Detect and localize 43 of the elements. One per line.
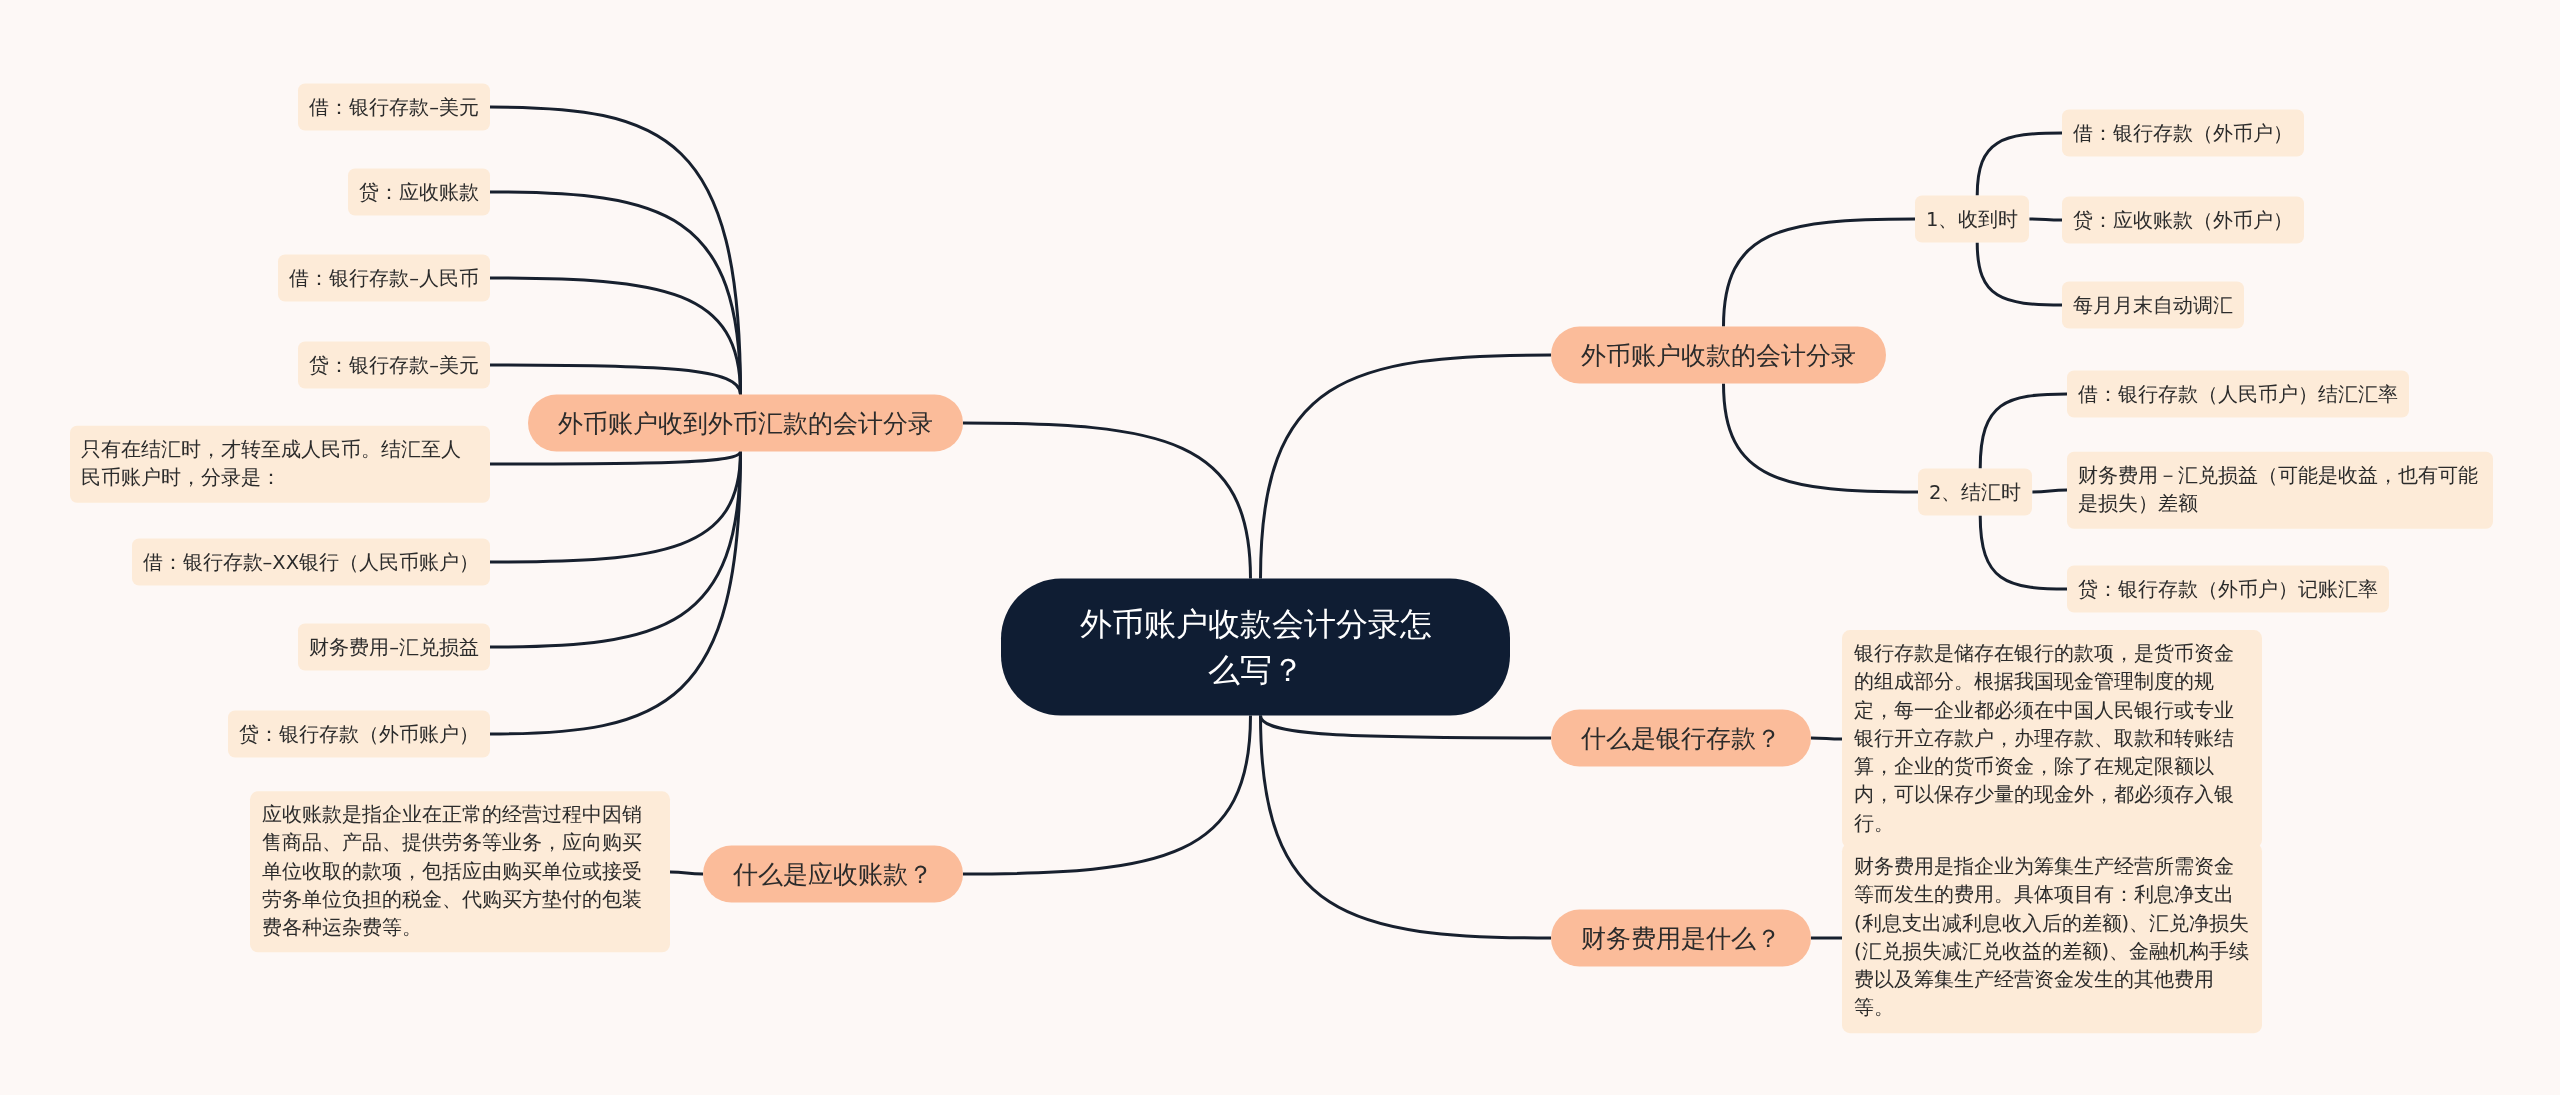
connector-line [2029, 217, 2062, 222]
topic-pill: 什么是应收账款？ [703, 845, 963, 903]
connector-line [1978, 515, 2068, 591]
connector-line [490, 363, 742, 395]
connector-line [1259, 353, 1551, 579]
subtopic-box: 2、结汇时 [1918, 468, 2033, 516]
connector-line [2032, 488, 2067, 494]
description-box: 银行存款是储存在银行的款项，是货币资金的组成部分。根据我国现金管理制度的规定，每一企业都必须在中国人民银行或专业银行开立存款户，办理存款、取款和转账结算，企业的货币资金，除了在规定限额以内，可以保存少量的现金外，都必须存入银行。 [1842, 630, 2262, 848]
topic-pill: 外币账户收款的会计分录 [1551, 326, 1886, 384]
connector-line [1811, 936, 1842, 940]
entry-box: 贷：银行存款（外币户）记账汇率 [2067, 565, 2389, 613]
entry-box: 贷：银行存款（外币账户） [228, 710, 490, 758]
description-box: 财务费用是指企业为筹集生产经营所需资金等而发生的费用。具体项目有：利息净支出(利息支出减利息收入后的差额)、汇兑净损失(汇兑损失减汇兑收益的差额)、金融机构手续费以及筹集生产经营资金发生的其他费用等。 [1842, 843, 2262, 1033]
entry-box: 财务费用－汇兑损益（可能是收益，也有可能是损失）差额 [2067, 451, 2493, 529]
connector-line [1722, 383, 1918, 494]
note-box: 只有在结汇时，才转至成人民币。结汇至人民币账户时，分录是： [70, 425, 490, 503]
entry-box: 每月月末自动调汇 [2062, 281, 2244, 329]
entry-box: 财务费用–汇兑损益 [298, 623, 490, 671]
subtopic-box: 1、收到时 [1915, 195, 2030, 243]
entry-box: 借：银行存款–人民币 [278, 254, 490, 302]
connector-line [1975, 131, 2062, 196]
connector-line [1811, 736, 1842, 741]
description-box: 应收账款是指企业在正常的经营过程中因销售商品、产品、提供劳务等业务，应向购买单位收取的款项，包括应由购买单位或接受劳务单位负担的税金、代购买方垫付的包装费各种运杂费等。 [250, 791, 670, 953]
connector-line [1259, 715, 1551, 940]
connector-line [963, 421, 1252, 579]
entry-box: 贷：应收账款（外币户） [2062, 196, 2304, 244]
entry-box: 借：银行存款–XX银行（人民币账户） [131, 538, 490, 586]
topic-pill: 外币账户收到外币汇款的会计分录 [528, 394, 963, 452]
connector-line [963, 715, 1252, 876]
connector-line [670, 870, 703, 876]
topic-pill: 财务费用是什么？ [1551, 909, 1811, 967]
entry-box: 借：银行存款（外币户） [2062, 109, 2304, 157]
entry-box: 借：银行存款（人民币户）结汇汇率 [2067, 370, 2409, 418]
connector-line [1978, 392, 2068, 469]
entry-box: 借：银行存款–美元 [298, 83, 490, 131]
entry-box: 贷：银行存款–美元 [298, 341, 490, 389]
connector-line [1975, 242, 2062, 307]
connector-line [1722, 217, 1915, 327]
topic-pill: 什么是银行存款？ [1551, 709, 1811, 767]
connector-line [1259, 714, 1551, 740]
entry-box: 贷：应收账款 [348, 168, 490, 216]
connector-line [490, 450, 742, 466]
root-topic: 外币账户收款会计分录怎么写？ [1001, 578, 1510, 716]
